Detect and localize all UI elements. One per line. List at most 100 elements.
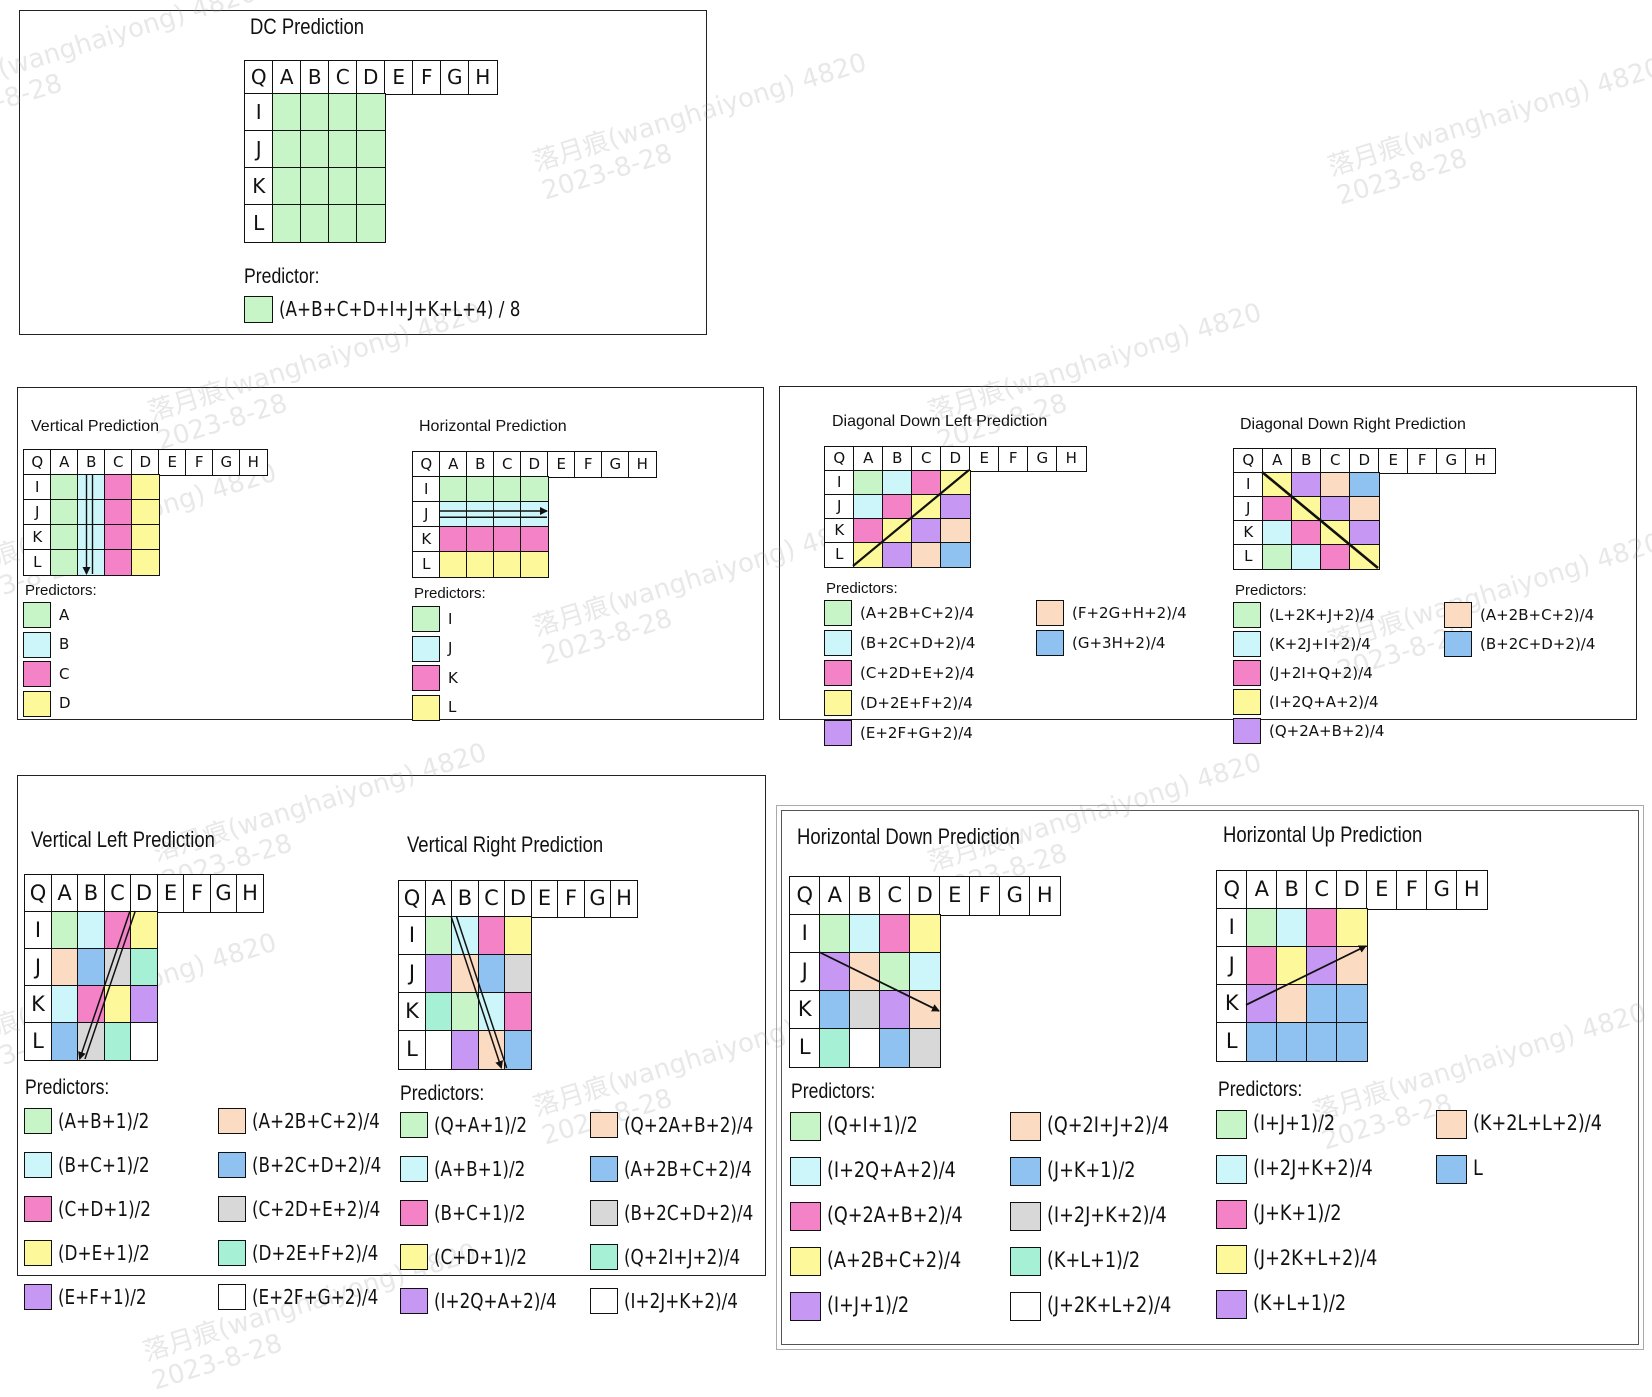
header-cell-a: A [1262, 448, 1293, 474]
predictor-formula: (I+J+1)/2 [1253, 1111, 1336, 1136]
pixel-cell [424, 954, 453, 994]
predictor-swatch [400, 1288, 428, 1314]
pixel-cell [1306, 1022, 1338, 1062]
header-cell-b: B [77, 449, 106, 476]
predictor-swatch [400, 1200, 428, 1226]
pixel-cell [1276, 984, 1308, 1024]
predictor-formula: (E+2F+G+2)/4 [252, 1284, 379, 1309]
pixel-cell [1276, 1022, 1308, 1062]
header-cell-q: Q [1216, 870, 1248, 910]
pixel-cell [439, 551, 468, 578]
pixel-cell [1320, 520, 1351, 546]
pixel-cell [1320, 496, 1351, 522]
header-cell-c: C [1320, 448, 1351, 474]
pixel-cell [272, 167, 302, 206]
predictor-swatch [1010, 1292, 1041, 1321]
pixel-cell [1246, 1022, 1278, 1062]
header-cell-h: H [1456, 870, 1488, 910]
header-cell-h: H [628, 451, 657, 478]
predictor-formula: (Q+2A+B+2)/4 [624, 1112, 754, 1137]
pixel-cell [819, 1028, 851, 1068]
pixel-cell [1349, 520, 1380, 546]
predictor-formula: L [448, 698, 457, 717]
predictor-swatch [1216, 1155, 1247, 1184]
pixel-cell [50, 524, 79, 551]
header-cell-q: Q [23, 449, 52, 476]
pixel-cell [103, 1022, 132, 1061]
pixel-cell [356, 204, 386, 243]
pixel-cell [104, 549, 133, 576]
pixel-cell [477, 992, 506, 1032]
header-cell-e: E [158, 449, 187, 476]
predictor-swatch [412, 606, 440, 632]
predictor-formula: (C+2D+E+2)/4 [252, 1196, 381, 1221]
predictor-formula: C [59, 664, 70, 683]
predictor-swatch [218, 1196, 246, 1222]
pixel-cell [451, 1030, 479, 1070]
pixel-cell [328, 167, 358, 206]
header-cell-h: H [1029, 876, 1061, 916]
pixel-cell [272, 93, 302, 132]
header-cell-e: E [547, 451, 576, 478]
header-cell-q: Q [24, 874, 52, 913]
row-label-l: L [1233, 544, 1264, 570]
header-cell-c: C [1306, 870, 1338, 910]
pixel-cell [272, 130, 302, 169]
pixel-cell [940, 542, 971, 568]
predictor-formula: (J+K+1)/2 [1047, 1158, 1136, 1183]
pixel-cell [77, 524, 106, 551]
row-label-j: J [23, 499, 52, 526]
row-label-k: K [412, 526, 441, 553]
row-label-l: L [824, 542, 855, 568]
pixel-cell [1306, 984, 1338, 1024]
header-cell-g: G [209, 874, 238, 913]
predictor-swatch [24, 1108, 52, 1134]
pixel-cell [477, 1030, 506, 1070]
pixel-cell [77, 499, 106, 526]
pixel-cell [477, 954, 506, 994]
diag-down-right-predictors-label: Predictors: [1235, 582, 1307, 599]
header-cell-e: E [530, 880, 559, 918]
header-cell-a: A [424, 880, 453, 918]
pixel-cell [493, 476, 522, 503]
predictor-formula: K [448, 668, 458, 687]
pixel-cell [879, 952, 911, 992]
pixel-cell [819, 990, 851, 1030]
pixel-cell [130, 911, 158, 950]
pixel-cell [466, 526, 495, 553]
predictor-formula: (J+2K+L+2)/4 [1047, 1293, 1172, 1318]
predictor-formula: (J+2K+L+2)/4 [1253, 1246, 1378, 1271]
pixel-cell [77, 911, 105, 950]
row-label-l: L [412, 551, 441, 578]
predictor-swatch [24, 1284, 52, 1310]
watermark-line1: 落月痕(wanghaiyong) 4820 [1324, 52, 1652, 183]
predictor-swatch [824, 690, 852, 716]
pixel-cell [819, 914, 851, 954]
horizontal-predictors-label: Predictors: [414, 585, 486, 602]
pixel-cell [1291, 520, 1322, 546]
predictor-swatch [590, 1244, 618, 1270]
pixel-cell [1262, 520, 1293, 546]
predictor-swatch [244, 296, 273, 323]
pixel-cell [130, 1022, 158, 1061]
pixel-cell [819, 952, 851, 992]
row-label-i: I [23, 474, 52, 501]
pixel-cell [853, 470, 884, 496]
diag-down-right-title: Diagonal Down Right Prediction [1240, 416, 1466, 433]
header-cell-h: H [239, 449, 268, 476]
pixel-cell [466, 476, 495, 503]
header-cell-g: G [440, 60, 470, 95]
header-cell-g: G [999, 876, 1031, 916]
header-cell-f: F [574, 451, 603, 478]
header-cell-b: B [849, 876, 881, 916]
header-cell-h: H [610, 880, 638, 918]
pixel-cell [911, 542, 942, 568]
header-cell-e: E [156, 874, 185, 913]
predictor-swatch [218, 1152, 246, 1178]
predictor-formula: (B+2C+D+2)/4 [624, 1200, 754, 1225]
predictor-swatch [590, 1112, 618, 1138]
predictor-formula: (K+2L+L+2)/4 [1473, 1111, 1602, 1136]
predictor-formula: B [59, 635, 70, 654]
pixel-cell [466, 551, 495, 578]
header-cell-d: D [356, 60, 386, 95]
